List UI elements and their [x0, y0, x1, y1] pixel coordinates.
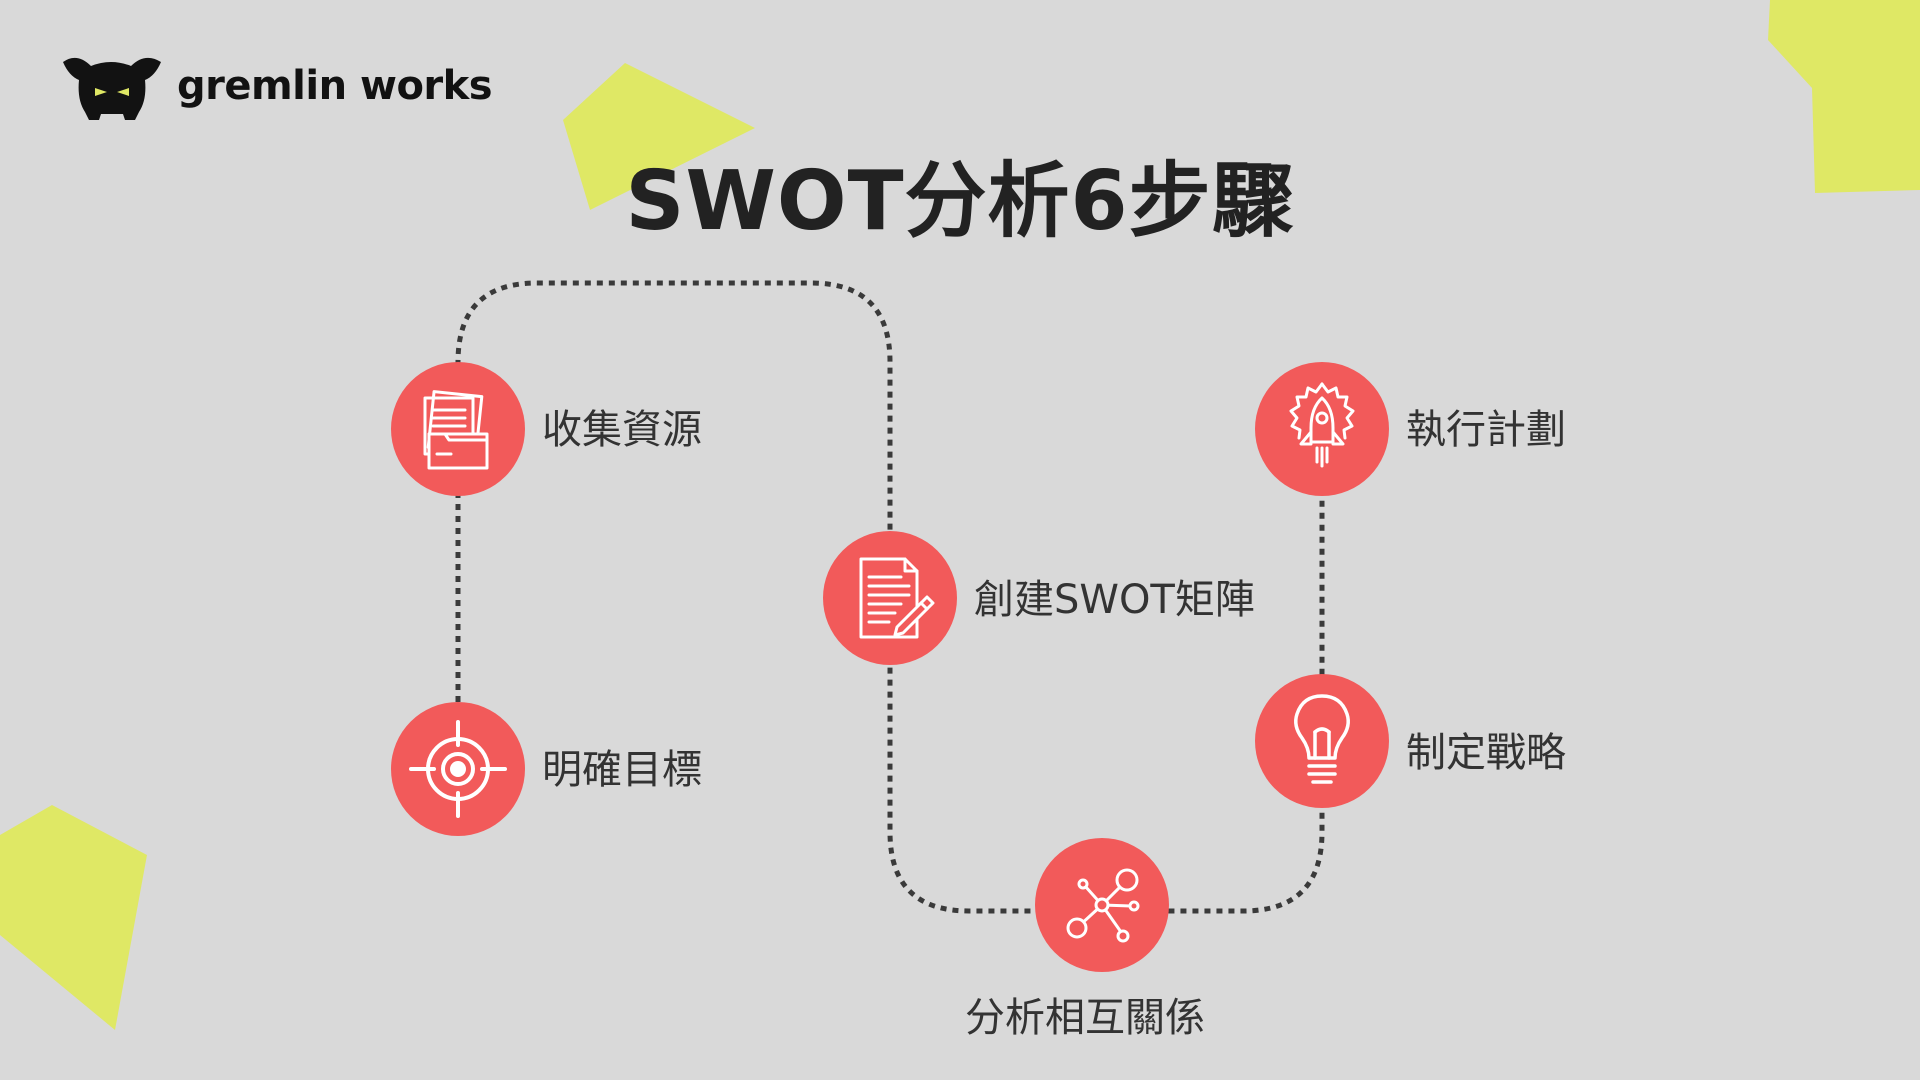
lightbulb-icon	[1294, 694, 1350, 784]
yellow-shape-top-right	[1768, 0, 1920, 193]
yellow-shape-bottom-left	[0, 805, 147, 1030]
rocket-gear-icon	[1289, 382, 1355, 468]
brand-logo[interactable]: gremlin works	[55, 50, 493, 122]
step-1-circle	[391, 362, 525, 496]
step-6-circle	[1255, 362, 1389, 496]
document-pencil-icon	[859, 557, 935, 639]
page-title: SWOT分析6步驟	[625, 154, 1295, 249]
yellow-shape-top-center	[563, 63, 755, 210]
brand-name: gremlin works	[177, 63, 493, 109]
step-3-label: 創建SWOT矩陣	[974, 577, 1255, 623]
network-nodes-icon	[1066, 868, 1140, 943]
step-2-label: 明確目標	[542, 747, 702, 793]
gremlin-mascot-icon	[63, 57, 161, 120]
step-5-circle	[1255, 674, 1389, 808]
step-1-label: 收集資源	[542, 407, 702, 453]
step-5-label: 制定戰略	[1406, 730, 1566, 776]
target-crosshair-icon	[409, 720, 507, 818]
step-4-label: 分析相互關係	[965, 995, 1205, 1041]
step-4-circle	[1035, 838, 1169, 972]
step-6-label: 執行計劃	[1406, 407, 1566, 453]
step-2-circle	[391, 702, 525, 836]
folder-documents-icon	[423, 390, 489, 470]
step-3-circle	[823, 531, 957, 665]
